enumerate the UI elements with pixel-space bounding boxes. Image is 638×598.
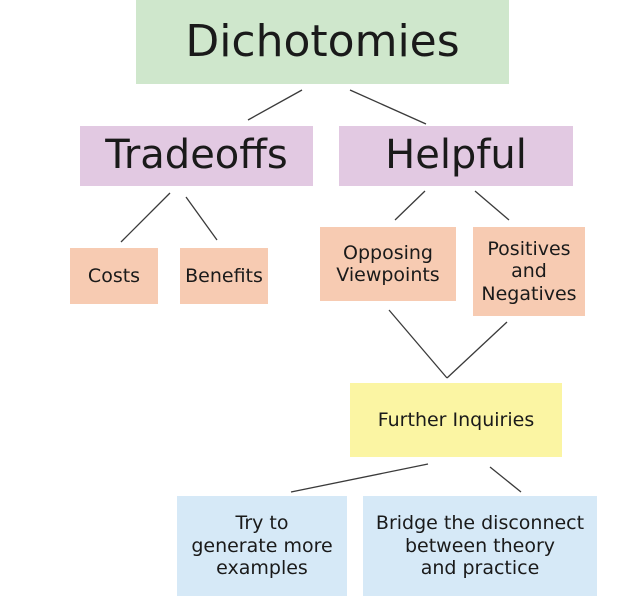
connector-inquiries-try xyxy=(290,463,429,493)
node-benefits: Benefits xyxy=(180,248,268,304)
node-helpful: Helpful xyxy=(339,126,573,186)
node-costs: Costs xyxy=(70,248,158,304)
node-generate-examples: Try to generate more examples xyxy=(177,496,347,596)
connector-root-helpful xyxy=(349,89,427,125)
node-bridge-disconnect: Bridge the disconnect between theory and… xyxy=(363,496,597,596)
node-further-inquiries: Further Inquiries xyxy=(350,383,562,457)
node-positives-negatives: Positives and Negatives xyxy=(473,227,585,316)
connector-posneg-inquiries xyxy=(446,321,508,379)
connector-opposing-inquiries xyxy=(388,309,448,379)
connector-helpful-opposing xyxy=(394,190,426,221)
node-opposing-viewpoints: Opposing Viewpoints xyxy=(320,227,456,301)
node-dichotomies: Dichotomies xyxy=(136,0,509,84)
connector-inquiries-bridge xyxy=(489,466,522,493)
connector-tradeoffs-costs xyxy=(120,192,171,243)
connector-tradeoffs-benefits xyxy=(185,196,218,241)
node-tradeoffs: Tradeoffs xyxy=(80,126,313,186)
connector-root-tradeoffs xyxy=(247,89,303,121)
connector-helpful-posneg xyxy=(474,190,510,221)
